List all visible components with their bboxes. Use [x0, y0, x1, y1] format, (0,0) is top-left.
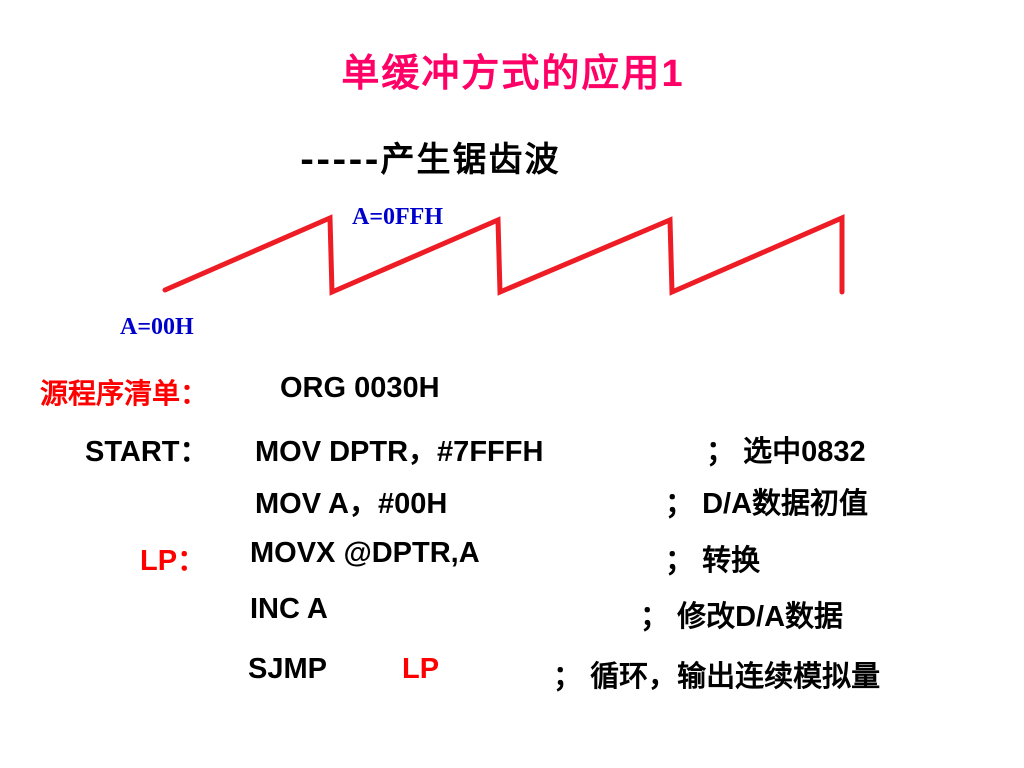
- comment-separator: ；: [706, 436, 736, 468]
- wave-max-label: A=0FFH: [352, 204, 443, 230]
- title-number: 1: [661, 53, 683, 95]
- code-instr: MOV A，#00H: [255, 488, 448, 520]
- comment-text-lead: D/A: [702, 488, 753, 520]
- code-instr: MOV DPTR，#7FFFH: [255, 436, 544, 468]
- title-text: 单缓冲方式的应用: [341, 50, 662, 95]
- comment-text-tail: D/A: [735, 601, 786, 633]
- page-title: 单缓冲方式的应用1: [0, 42, 1024, 97]
- comment-separator: ；: [665, 488, 695, 520]
- code-label-start: START：: [85, 436, 209, 468]
- comment-text: 修改: [677, 599, 736, 633]
- code-comment: ； 选中0832: [706, 428, 866, 470]
- page-subtitle: -----产生锯齿波: [300, 140, 561, 180]
- comment-text-2: 数据: [785, 599, 844, 633]
- listing-label: 源程序清单：: [40, 377, 209, 410]
- comment-text: 转换: [702, 543, 761, 577]
- comment-text-tail: 0832: [801, 436, 866, 468]
- code-label-lp: LP：: [140, 545, 207, 577]
- code-comment: ； 循环，输出连续模拟量: [553, 653, 880, 695]
- comment-text: 选中: [743, 434, 802, 468]
- wave-min-label: A=00H: [120, 314, 194, 340]
- sawtooth-path: [162, 214, 845, 296]
- code-instr: MOVX @DPTR,A: [250, 537, 480, 569]
- code-comment: ； 转换: [665, 537, 760, 579]
- code-comment: ； D/A数据初值: [665, 480, 868, 522]
- comment-text: 循环，输出连续模拟量: [590, 659, 881, 693]
- code-operand-lp: LP: [402, 653, 440, 685]
- code-instr: SJMP: [248, 653, 327, 685]
- comment-separator: ；: [553, 661, 583, 693]
- code-instr: INC A: [250, 593, 328, 625]
- comment-separator: ；: [640, 601, 670, 633]
- comment-text: 数据初值: [752, 486, 869, 520]
- code-comment: ； 修改D/A数据: [640, 593, 843, 635]
- comment-separator: ；: [665, 545, 695, 577]
- org-directive: ORG 0030H: [280, 372, 440, 404]
